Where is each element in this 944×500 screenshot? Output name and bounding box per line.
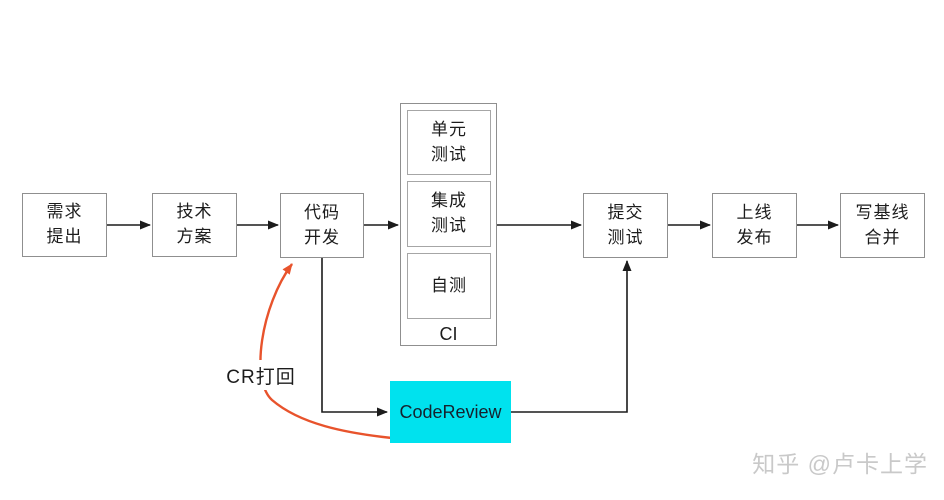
flow-node-release: 上线 发布 [712, 193, 797, 258]
watermark-text: 知乎 @卢卡上学 [752, 451, 928, 477]
ci-item-integration-test: 集成 测试 [407, 181, 491, 247]
ci-item-unit-test: 单元 测试 [407, 110, 491, 175]
ci-group-container: 单元 测试 集成 测试 自测 CI [400, 103, 497, 346]
flow-node-code-review: CodeReview [390, 381, 511, 443]
flow-node-submit-test: 提交 测试 [583, 193, 668, 258]
cr-reject-edge-label: CR打回 [222, 360, 300, 390]
flow-node-requirement: 需求 提出 [22, 193, 107, 257]
flow-node-tech-plan: 技术 方案 [152, 193, 237, 257]
arrow-codereview-to-submittest [511, 260, 632, 413]
arrow-codedev-to-codereview [321, 257, 388, 417]
arrow-cr-reject-to-codedev [259, 263, 393, 440]
flow-node-code-dev: 代码 开发 [280, 193, 364, 258]
ci-item-self-test: 自测 [407, 253, 491, 319]
flow-node-baseline-merge: 写基线 合并 [840, 193, 925, 258]
ci-group-label: CI [439, 324, 458, 344]
